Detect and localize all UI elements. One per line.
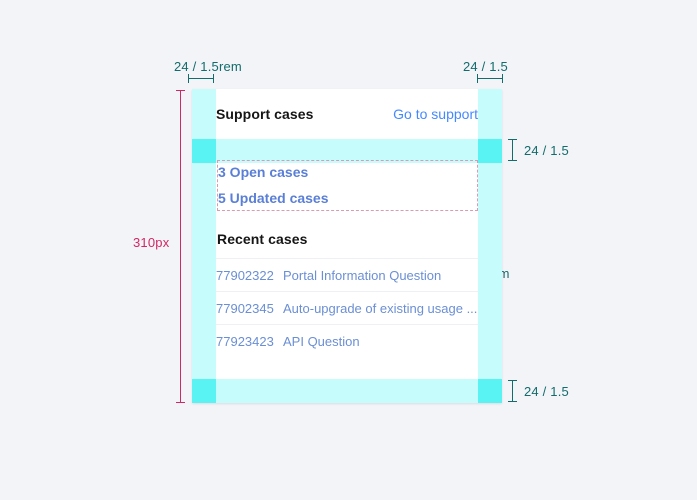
table-row[interactable]: 77902322 Portal Information Question (216, 258, 478, 291)
tick-mark-top-left-horizontal (188, 74, 214, 83)
annotation-card-height: 310px (133, 235, 170, 250)
tick-mark-top-right-horizontal (477, 74, 503, 83)
updated-cases-link[interactable]: 5 Updated cases (218, 190, 329, 206)
annotation-right-bottom-spacing: 24 / 1.5 (524, 384, 569, 399)
status-links-highlight-box (217, 160, 478, 211)
measure-line-card-height (176, 90, 185, 403)
case-id: 77902345 (216, 300, 274, 316)
recent-cases-heading: Recent cases (217, 231, 308, 247)
spacing-overlay-cross-bottom-left (192, 379, 216, 403)
annotation-top-left-spacing: 24 / 1.5rem (174, 59, 242, 74)
case-id: 77923423 (216, 333, 274, 349)
case-title: Portal Information Question (283, 267, 442, 283)
case-title: API Question (283, 333, 360, 349)
case-id: 77902322 (216, 267, 274, 283)
spacing-overlay-cross-top-left (192, 139, 216, 163)
spacing-overlay-cross-top-right (478, 139, 502, 163)
card-header: Support cases Go to support (216, 89, 478, 139)
spacing-overlay-cross-bottom-right (478, 379, 502, 403)
spacing-overlay-right-column (478, 89, 502, 403)
table-row[interactable]: 77923423 API Question (216, 324, 478, 357)
card-content-area: Support cases Go to support (216, 89, 478, 403)
tick-mark-right-bottom-vertical (508, 380, 517, 402)
page-title: Support cases (216, 106, 314, 122)
status-links-group: 3 Open cases 5 Updated cases (218, 162, 476, 214)
case-title: Auto-upgrade of existing usage ... (283, 300, 478, 316)
go-to-support-link[interactable]: Go to support (393, 106, 478, 122)
table-row[interactable]: 77902345 Auto-upgrade of existing usage … (216, 291, 478, 324)
spacing-overlay-left-column (192, 89, 216, 403)
open-cases-link[interactable]: 3 Open cases (218, 164, 309, 180)
recent-cases-list: 77902322 Portal Information Question 779… (216, 258, 478, 357)
annotation-right-gap-spacing: 24 / 1.5 (524, 143, 569, 158)
tick-mark-right-gap-vertical (508, 139, 517, 161)
annotation-top-right-spacing: 24 / 1.5 (463, 59, 508, 74)
